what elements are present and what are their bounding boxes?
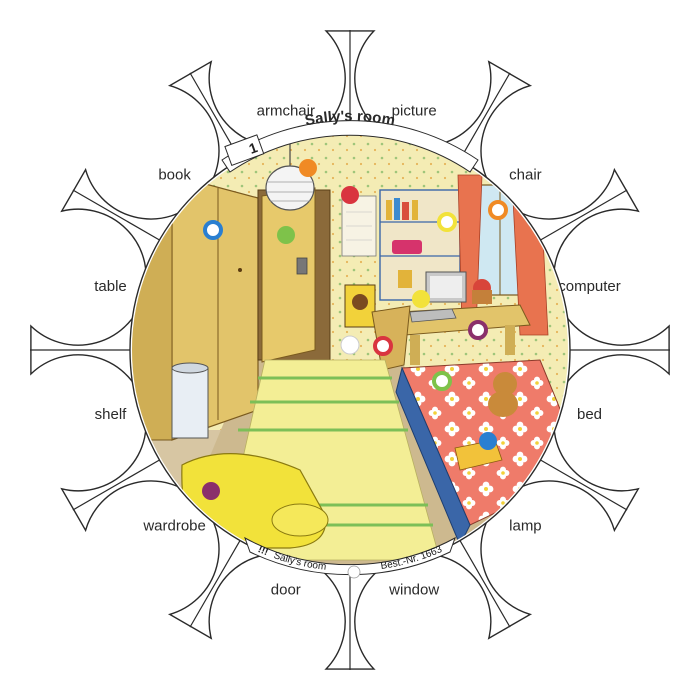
marker-yellow-mid[interactable]	[412, 290, 430, 308]
sector-divider	[540, 459, 628, 511]
word-label-chair: chair	[509, 167, 542, 184]
sector-divider	[72, 189, 160, 241]
word-label-table: table	[94, 278, 127, 295]
word-labels: picture chair computer bed lamp window door war…	[94, 103, 621, 599]
title-banner: Sally's room 1	[221, 108, 479, 173]
marker-blue-ring[interactable]	[203, 220, 223, 240]
bin-drawing	[171, 362, 209, 439]
publisher-logo: !!!	[256, 544, 269, 558]
word-label-book: book	[158, 167, 191, 184]
word-label-window: window	[388, 582, 439, 599]
word-label-lamp: lamp	[509, 517, 542, 534]
word-label-door: door	[271, 582, 301, 599]
lamp-drawing	[265, 140, 315, 211]
marker-purple-armchair[interactable]	[202, 482, 220, 500]
marker-green-left[interactable]	[277, 226, 295, 244]
peg-markers	[202, 159, 508, 500]
word-label-computer: computer	[558, 278, 621, 295]
marker-yellow-ring[interactable]	[437, 212, 457, 232]
marker-orange-top[interactable]	[299, 159, 317, 177]
marker-orange-ring[interactable]	[488, 200, 508, 220]
word-label-picture: picture	[392, 103, 437, 120]
marker-blue-bed[interactable]	[479, 432, 497, 450]
word-label-armchair: armchair	[257, 103, 315, 120]
marker-red-top[interactable]	[341, 186, 359, 204]
picture-drawing	[341, 195, 377, 328]
sector-divider	[459, 72, 511, 160]
marker-red-ring[interactable]	[373, 336, 393, 356]
sector-divider	[459, 540, 511, 628]
word-label-bed: bed	[577, 406, 602, 423]
marker-white-center[interactable]	[340, 335, 360, 355]
door-drawing	[257, 187, 331, 363]
svg-text:Sally's room: Sally's room	[303, 108, 396, 130]
card-title: Sally's room	[303, 108, 396, 130]
word-label-shelf: shelf	[95, 406, 128, 423]
marker-purple-ring[interactable]	[468, 320, 488, 340]
sector-divider	[189, 540, 241, 628]
sector-divider	[72, 459, 160, 511]
sector-divider	[540, 189, 628, 241]
marker-green-ring[interactable]	[432, 371, 452, 391]
word-label-wardrobe: wardrobe	[142, 517, 206, 534]
